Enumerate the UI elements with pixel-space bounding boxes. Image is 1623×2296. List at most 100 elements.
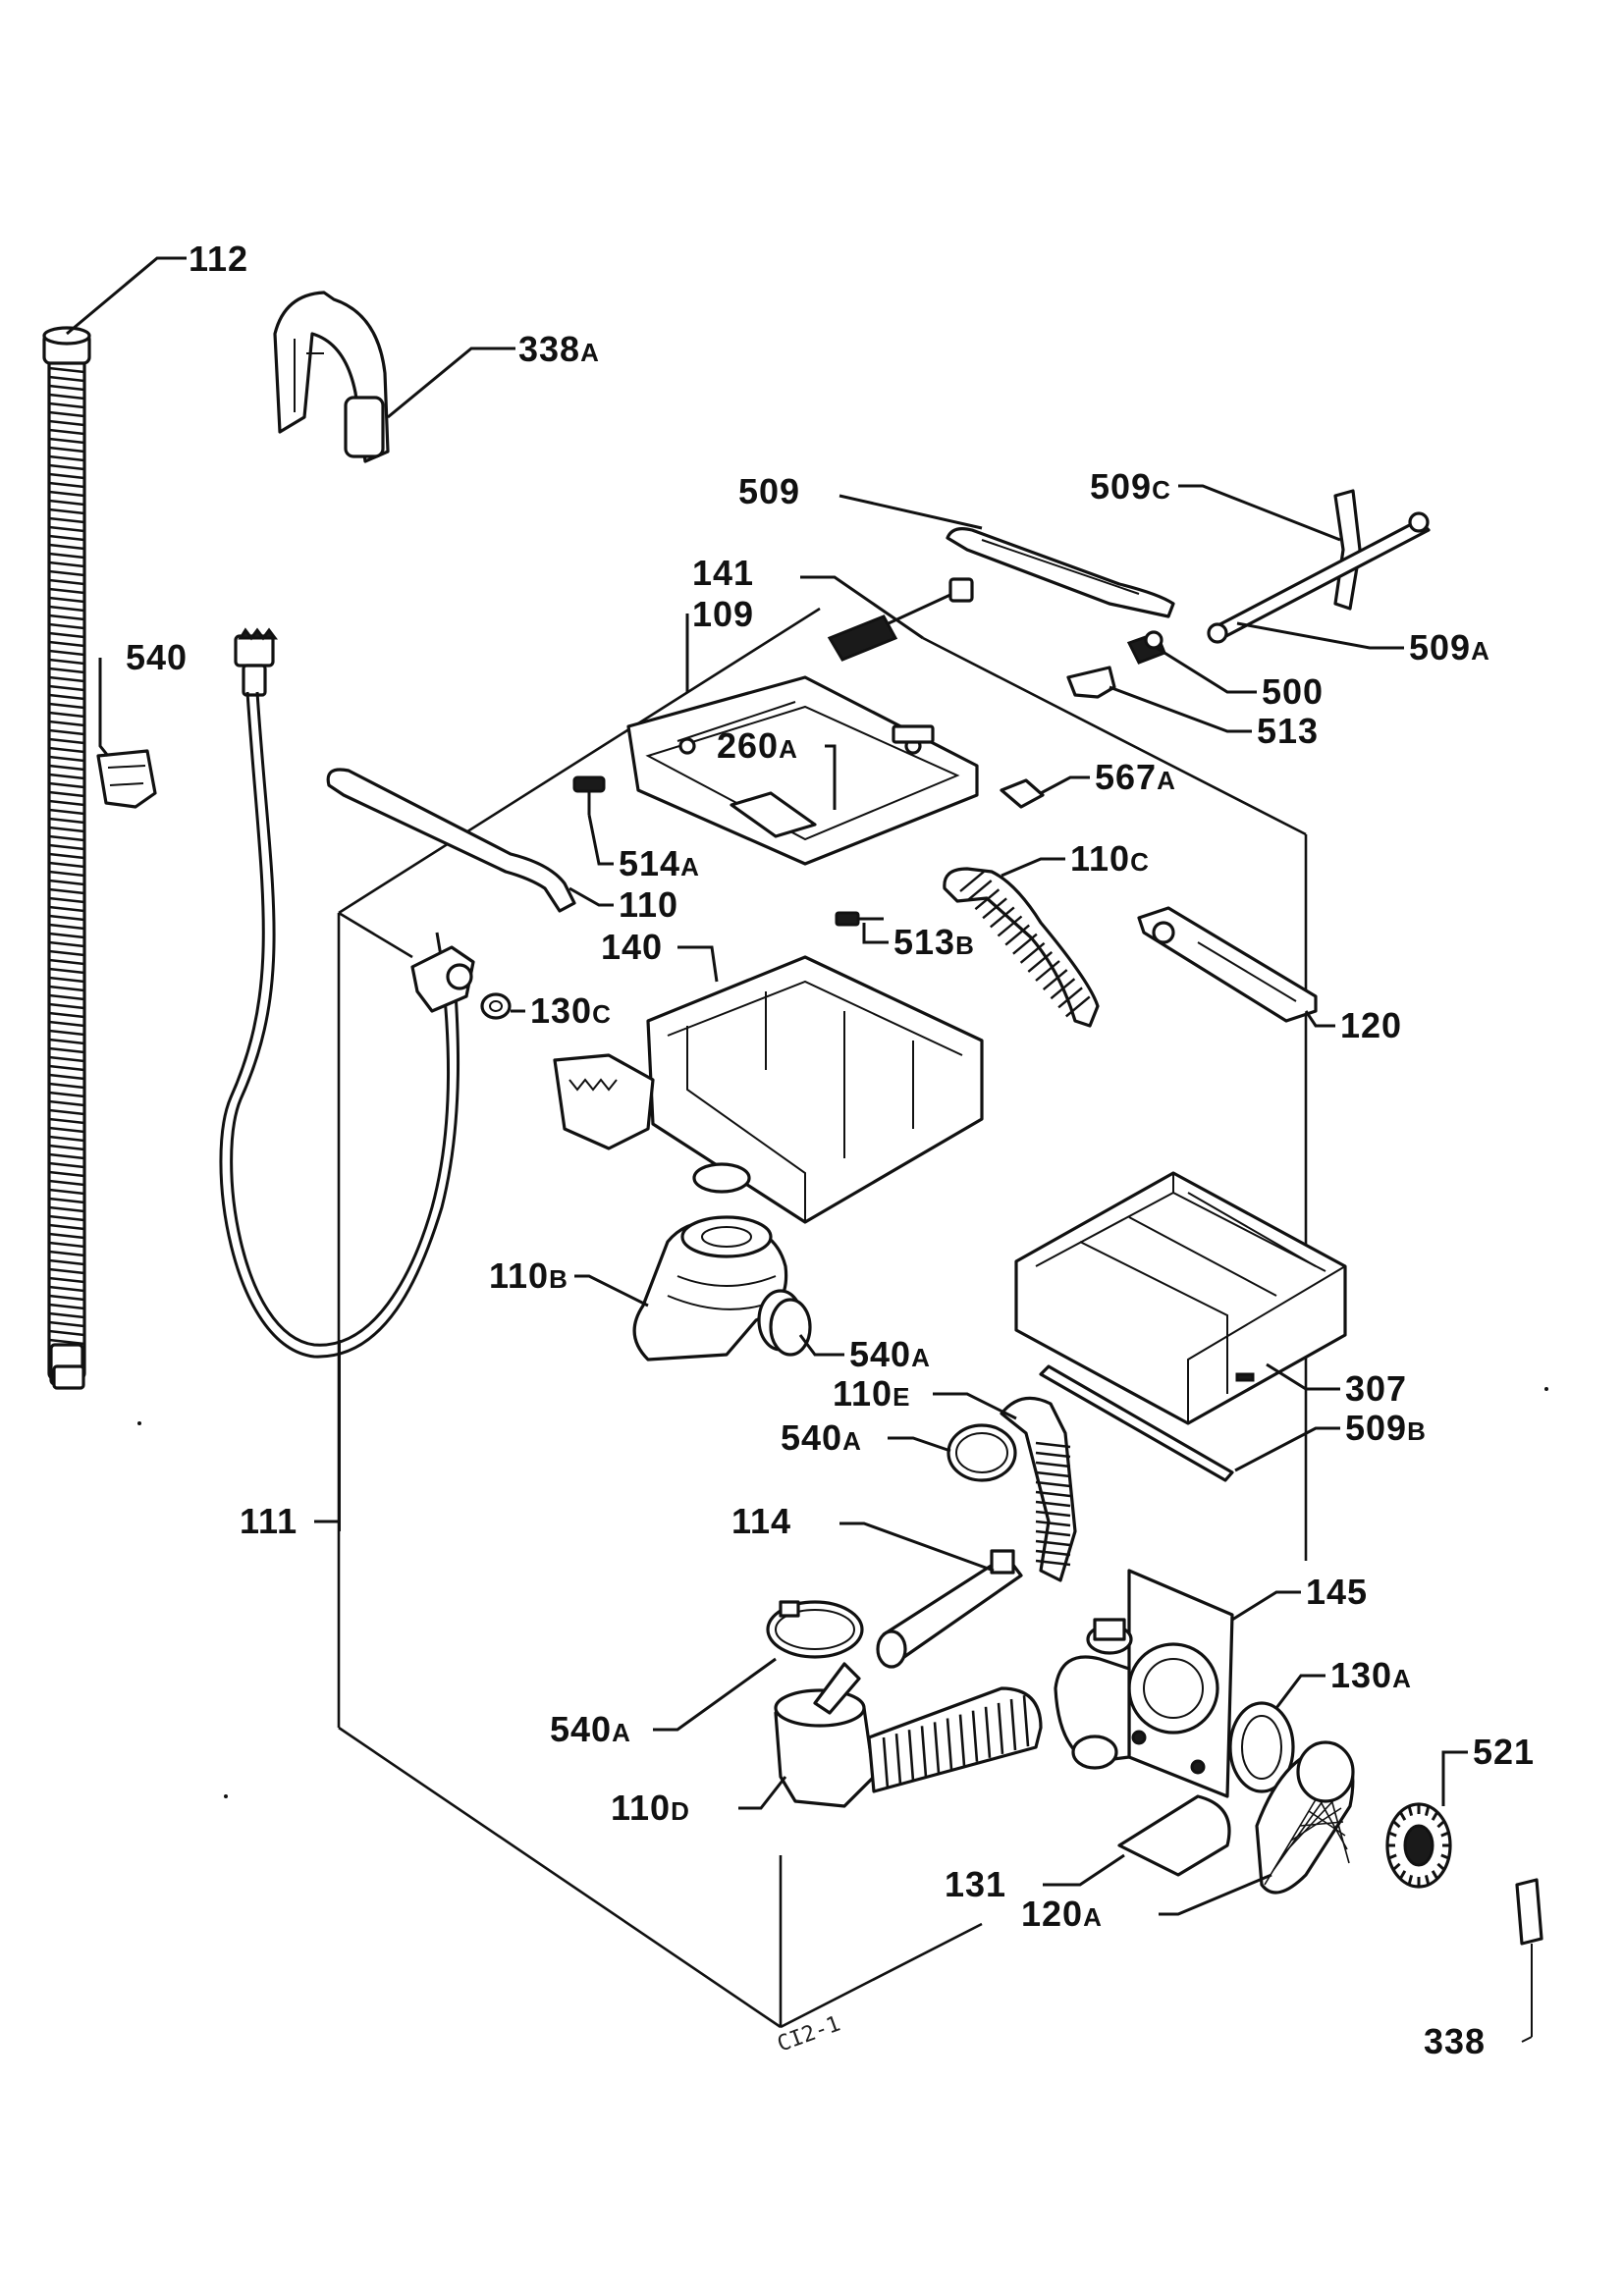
rib-line	[48, 790, 85, 798]
label-540a-1: 540A	[849, 1334, 931, 1374]
label-509c: 509C	[1090, 466, 1171, 507]
rib-line	[48, 1276, 85, 1284]
rib-line	[920, 1726, 928, 1778]
rib-line	[1431, 1870, 1439, 1880]
rib-line	[48, 1170, 85, 1178]
rib-line	[48, 684, 85, 692]
rib-line	[1035, 1500, 1071, 1508]
rib-line	[48, 1258, 85, 1266]
rib-line	[1042, 969, 1068, 991]
rib-line	[1012, 933, 1038, 955]
label-514a: 514A	[619, 843, 700, 883]
rib-line	[48, 561, 85, 568]
rib-line	[1388, 1831, 1397, 1838]
rib-line	[48, 993, 85, 1001]
rib-line	[959, 871, 985, 892]
label-120a: 120A	[1021, 1894, 1103, 1934]
rib-line	[958, 1714, 966, 1766]
rib-line	[48, 737, 85, 745]
rib-line	[48, 1214, 85, 1222]
cabinet-outline	[337, 607, 1308, 2029]
part-145-pump	[1054, 1569, 1234, 1798]
part-109-top-plate	[626, 675, 979, 866]
label-540: 540	[126, 637, 188, 677]
rib-line	[48, 1232, 85, 1240]
rib-line	[48, 490, 85, 498]
knob-521-teeth	[1387, 1804, 1450, 1887]
rib-line	[48, 1073, 85, 1081]
part-509c-bracket	[1207, 489, 1431, 644]
rib-line	[48, 887, 85, 895]
rib-line	[1035, 1539, 1071, 1547]
rib-line	[48, 516, 85, 524]
rib-line	[48, 826, 85, 833]
rib-line	[48, 764, 85, 772]
rib-line	[48, 852, 85, 860]
specks	[137, 1387, 1548, 1798]
part-540a-clamp-3	[766, 1600, 864, 1659]
rib-line	[48, 1329, 85, 1337]
part-509b-rod	[1039, 1364, 1234, 1482]
rib-line	[48, 658, 85, 666]
rib-line	[966, 880, 993, 902]
rib-line	[48, 1179, 85, 1187]
rib-line	[933, 1722, 941, 1774]
hose-corrugation	[48, 366, 85, 1346]
part-112-drain-hose	[42, 326, 91, 1390]
rib-line	[1009, 1698, 1017, 1751]
rib-line	[997, 915, 1023, 937]
rib-line	[1065, 995, 1091, 1018]
rib-line	[1388, 1853, 1397, 1860]
rib-line	[1004, 924, 1030, 946]
rib-line	[971, 1710, 979, 1762]
rib-line	[48, 1046, 85, 1054]
rib-line	[48, 940, 85, 948]
drawing-reference: CI2-1	[775, 2011, 844, 2056]
rib-line	[48, 728, 85, 736]
rib-line	[48, 596, 85, 604]
rib-line	[48, 375, 85, 383]
rib-line	[48, 401, 85, 409]
rib-line	[48, 958, 85, 966]
rib-line	[48, 932, 85, 939]
part-110-pipe	[326, 768, 576, 913]
rib-line	[1035, 1480, 1071, 1488]
rib-line	[48, 870, 85, 878]
part-130c-ring	[480, 992, 512, 1020]
rib-line	[48, 1152, 85, 1160]
rib-line	[1436, 1862, 1445, 1871]
rib-line	[48, 605, 85, 613]
label-110e: 110E	[833, 1373, 910, 1414]
rib-line	[48, 755, 85, 763]
rib-line	[894, 1734, 902, 1786]
rib-line	[48, 799, 85, 807]
label-141: 141	[692, 553, 754, 593]
rib-line	[1035, 1529, 1071, 1537]
rib-line	[48, 985, 85, 992]
label-120: 120	[1340, 1005, 1402, 1045]
rib-line	[48, 437, 85, 445]
rib-line	[48, 1241, 85, 1249]
rib-line	[48, 1188, 85, 1196]
rib-line	[984, 1706, 992, 1758]
rib-line	[48, 366, 85, 374]
rib-line	[1035, 1510, 1071, 1518]
rib-line	[48, 781, 85, 789]
rib-line	[48, 675, 85, 683]
rib-line	[48, 1144, 85, 1151]
label-521: 521	[1473, 1732, 1535, 1772]
rib-line	[48, 861, 85, 869]
rib-line	[1019, 941, 1046, 964]
rib-line	[1035, 1441, 1071, 1449]
part-131-bracket	[1117, 1794, 1231, 1877]
part-567a-pad	[1000, 778, 1045, 809]
label-131: 131	[945, 1864, 1006, 1904]
label-140: 140	[601, 927, 663, 967]
rib-line	[48, 472, 85, 480]
rib-line	[990, 906, 1015, 929]
rib-line	[1035, 1520, 1071, 1527]
label-307: 307	[1345, 1368, 1407, 1409]
rib-line	[1308, 1810, 1346, 1837]
rib-line	[48, 393, 85, 400]
